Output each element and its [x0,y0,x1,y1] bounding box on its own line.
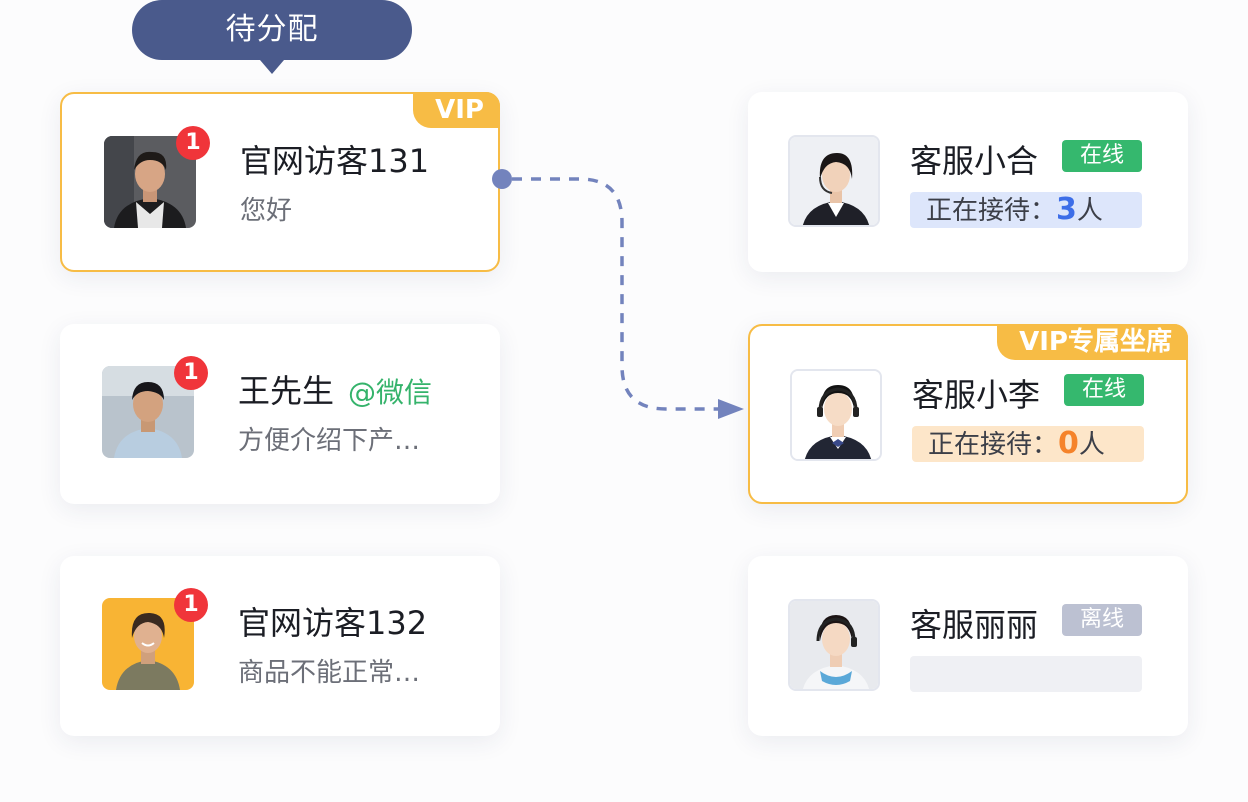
visitor-name: 官网访客132 [238,604,428,642]
agent-card-2[interactable]: VIP专属坐席 客服小李 在线 正在接待：0人 [748,324,1188,504]
visitor-avatar [102,598,194,690]
visitor-name: 官网访客131 [240,142,430,180]
unread-badge: 1 [174,588,208,622]
channel-label: @微信 [348,376,433,409]
serving-unit: 人 [1076,196,1103,226]
status-badge: 在线 [1062,140,1142,172]
agent-avatar [788,135,880,227]
vip-seat-tag: VIP专属坐席 [997,324,1188,360]
serving-number: 3 [1056,192,1077,227]
agent-card-1[interactable]: 客服小合 在线 正在接待：3人 [748,92,1188,272]
status-badge: 离线 [1062,604,1142,636]
serving-count: 正在接待：0人 [912,426,1144,462]
agent-name: 客服丽丽 [910,606,1039,644]
serving-label: 正在接待： [926,196,1057,226]
visitor-last-message: 方便介绍下产… [238,426,421,456]
connector-start-dot [492,169,512,189]
agent-name: 客服小合 [910,142,1039,180]
status-badge: 在线 [1064,374,1144,406]
agent-card-3[interactable]: 客服丽丽 离线 [748,556,1188,736]
serving-label: 正在接待： [928,430,1059,460]
visitor-name-text: 王先生 [238,372,335,410]
serving-unit: 人 [1078,430,1105,460]
unread-badge: 1 [174,356,208,390]
agent-name: 客服小李 [912,376,1041,414]
vip-tag: VIP [413,92,500,128]
serving-count: 正在接待：3人 [910,192,1142,228]
visitor-last-message: 您好 [240,196,293,226]
visitor-card-3[interactable]: 1 官网访客132 商品不能正常… [60,556,500,736]
visitor-card-2[interactable]: 1 王先生 @微信 方便介绍下产… [60,324,500,504]
serving-count-empty [910,656,1142,692]
agent-avatar [790,369,882,461]
connector-arrow-icon [718,399,744,419]
pending-tooltip: 待分配 [132,0,412,74]
visitor-last-message: 商品不能正常… [238,658,421,688]
visitor-name: 王先生 @微信 [238,366,432,412]
unread-badge: 1 [176,126,210,160]
connector-path [512,177,722,411]
serving-number: 0 [1058,426,1079,461]
agent-avatar [788,599,880,691]
